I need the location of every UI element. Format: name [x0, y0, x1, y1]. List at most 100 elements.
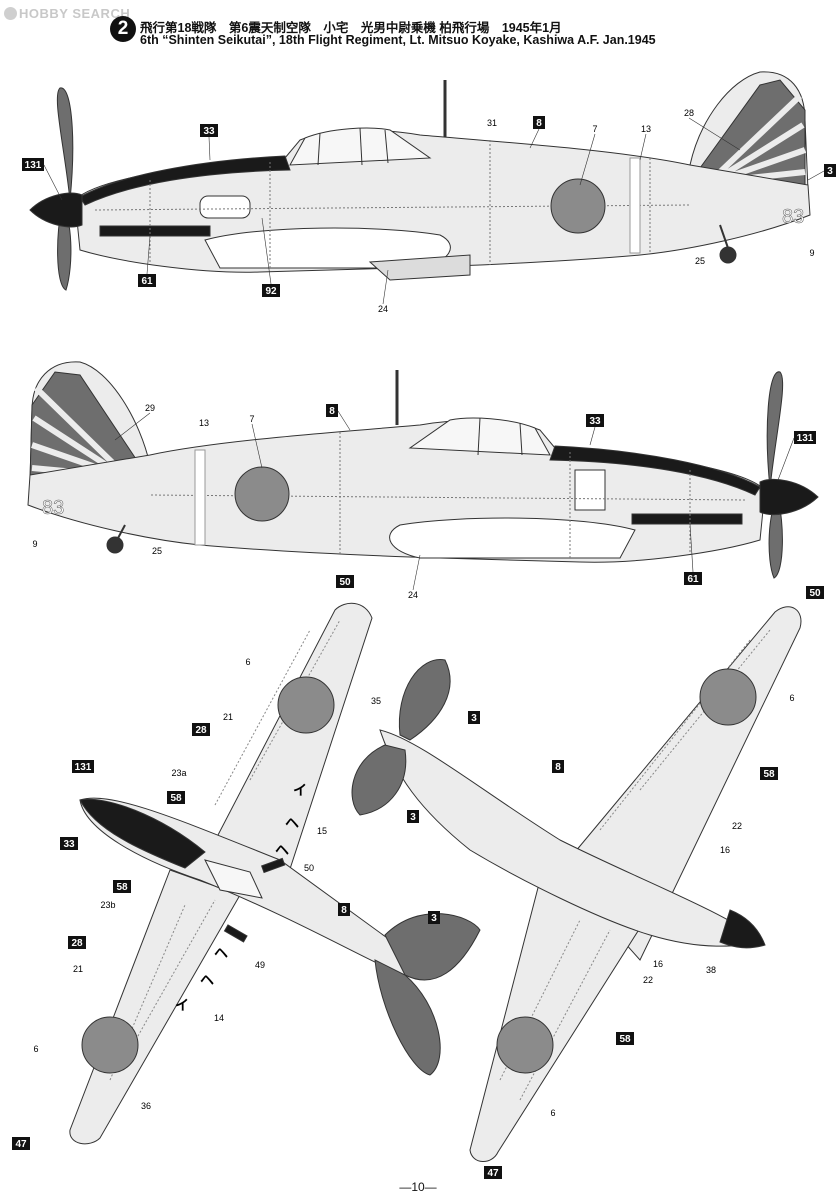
top-hinomaru-upper-wing [277, 676, 335, 734]
callout-box: 58 [616, 1032, 634, 1045]
stencil-i-2: イ [175, 997, 189, 1013]
watermark-text: HOBBY SEARCH [19, 5, 131, 21]
callout-plain: 16 [653, 959, 663, 969]
svg-text:61: 61 [687, 574, 699, 585]
stencil-he-2: ヘ [275, 842, 289, 858]
propeller-blade-upper-right [766, 371, 784, 489]
callout-plain: 9 [809, 248, 814, 258]
callout-box: 47 [12, 1137, 30, 1150]
svg-text:8: 8 [536, 118, 542, 129]
stencil-he-4: ヘ [214, 945, 228, 961]
callout-box: 50 [806, 586, 824, 599]
canopy-frame [317, 132, 321, 166]
callout-box: 8 [533, 116, 545, 129]
tail-white-stripes-right [31, 385, 121, 478]
bottom-spinner [719, 909, 766, 949]
callout-plain: 36 [141, 1101, 151, 1111]
callout-plain: 15 [317, 826, 327, 836]
callout-box: 58 [760, 767, 778, 780]
callout-box: 58 [167, 791, 185, 804]
callout-plain: 23a [171, 768, 186, 778]
canopy-frame-right-2 [477, 417, 481, 456]
top-anti-glare [79, 798, 206, 869]
callout-plain: 38 [706, 965, 716, 975]
svg-text:58: 58 [763, 769, 775, 780]
callout-box: 8 [552, 760, 564, 773]
callout-box: 3 [407, 810, 419, 823]
callout-plain: 6 [33, 1044, 38, 1054]
fuselage-code-left: 83 [782, 206, 804, 228]
callout-box: 33 [60, 837, 78, 850]
callout-box: 61 [684, 572, 702, 585]
hinomaru-fuselage [550, 178, 606, 234]
svg-text:50: 50 [809, 588, 821, 599]
callout-box: 3 [428, 911, 440, 924]
callout-plain: 35 [371, 696, 381, 706]
callout-plain: 24 [378, 304, 388, 314]
svg-text:92: 92 [265, 286, 277, 297]
wingwalk-mark-2 [223, 924, 248, 943]
callout-box: 3 [468, 711, 480, 724]
top-canopy [204, 859, 263, 899]
svg-text:3: 3 [471, 713, 477, 724]
fuselage-band-right [194, 449, 206, 546]
svg-text:131: 131 [797, 433, 814, 444]
top-stabilizer-lower [374, 959, 441, 1076]
supercharger-intake [199, 195, 251, 219]
svg-text:61: 61 [141, 276, 153, 287]
canopy-frame-2 [359, 127, 363, 166]
callout-plain: 9 [32, 539, 37, 549]
callout-plain: 7 [592, 124, 597, 134]
svg-text:33: 33 [589, 416, 601, 427]
svg-text:131: 131 [75, 762, 92, 773]
callout-plain: 6 [245, 657, 250, 667]
title-japanese: 飛行第18戦隊 第6震天制空隊 小宅 光男中尉乗機 柏飛行場 1945年1月 [140, 21, 562, 35]
page-number: —10— [399, 1180, 437, 1194]
callout-box: 131 [794, 431, 816, 444]
svg-text:47: 47 [487, 1168, 499, 1179]
svg-text:33: 33 [63, 839, 75, 850]
callout-plain: 29 [145, 403, 155, 413]
svg-text:3: 3 [410, 812, 416, 823]
callout-plain: 31 [487, 118, 497, 128]
svg-text:28: 28 [71, 938, 83, 949]
callout-plain: 6 [550, 1108, 555, 1118]
hobby-search-logo-icon [4, 6, 17, 20]
svg-text:28: 28 [195, 725, 207, 736]
callout-plain: 6 [789, 693, 794, 703]
svg-text:58: 58 [619, 1034, 631, 1045]
bottom-view [351, 606, 802, 1162]
callout-plain: 23b [100, 900, 115, 910]
spinner [29, 192, 83, 228]
stencil-i-1: イ [293, 782, 307, 798]
svg-text:58: 58 [116, 882, 128, 893]
callout-plain: 25 [695, 256, 705, 266]
anti-glare-panel-right [549, 445, 761, 496]
callout-plain: 16 [720, 845, 730, 855]
callout-box: 61 [138, 274, 156, 287]
callout-plain: 50 [304, 863, 314, 873]
callout-plain: 21 [223, 712, 233, 722]
side-view-left [29, 71, 811, 291]
svg-text:33: 33 [203, 126, 215, 137]
top-wing-upper [204, 602, 373, 876]
watermark: HOBBY SEARCH [4, 5, 130, 21]
panel-lines [94, 140, 691, 270]
callout-plain: 24 [408, 590, 418, 600]
tail-wheel-right [106, 536, 124, 554]
callout-box: 8 [326, 404, 338, 417]
svg-text:47: 47 [15, 1139, 27, 1150]
svg-text:50: 50 [339, 577, 351, 588]
exhaust-stacks-right [631, 513, 743, 525]
callout-plain: 14 [214, 1013, 224, 1023]
propeller-blade-upper [56, 87, 74, 201]
canopy [289, 127, 432, 166]
callout-plain: 13 [199, 418, 209, 428]
callouts: 131 33 8 3 61 92 31 7 13 28 9 25 24 8 33… [12, 108, 836, 1179]
bottom-stabilizer-upper [398, 659, 451, 741]
radiator-scoop [368, 254, 471, 281]
svg-text:8: 8 [329, 406, 335, 417]
bottom-stabilizer-lower [351, 744, 407, 816]
svg-text:3: 3 [827, 166, 833, 177]
